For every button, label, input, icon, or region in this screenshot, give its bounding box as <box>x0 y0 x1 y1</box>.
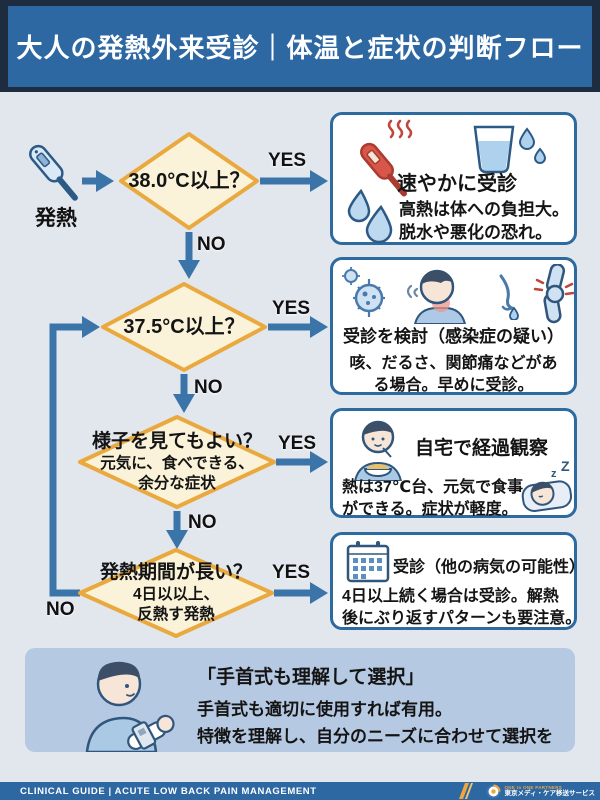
decision-375c: 37.5°C以上？ <box>100 281 268 373</box>
decision-line: 38.0°C以上？ <box>128 170 250 192</box>
decision-38c: 38.0°C以上？ <box>118 131 260 231</box>
header-frame: 大人の発熱外来受診｜体温と症状の判断フロー <box>0 0 600 92</box>
result-title: 受診（他の病気の可能性） <box>393 559 586 576</box>
note-line: 特徴を理解し、自分のニーズに合わせて選択を <box>197 727 554 746</box>
result-home-observation: 自宅で経過観察 熱は37℃台、元気で食事 ができる。症状が軽度。 z Z <box>330 408 577 518</box>
result-line: ができる。症状が軽度。 <box>342 501 518 518</box>
logo-text: ONE to ONE PARTNERS 東京メディ・ケア移送サービス <box>504 785 595 798</box>
yes-label: YES <box>278 433 317 454</box>
yes-label: YES <box>272 562 311 583</box>
water-drops-icon <box>347 189 393 244</box>
footer-caption: CLINICAL GUIDE | ACUTE LOW BACK PAIN MAN… <box>20 785 317 797</box>
diamond-shape <box>119 132 259 230</box>
decision-observe-text: 様子を見てもよい？ 元気に、食べできる、 余分な症状 <box>77 414 277 510</box>
decision-line: 37.5°C以上？ <box>123 316 245 338</box>
eating-person-icon <box>353 420 403 481</box>
footer-logo: ONE to ONE PARTNERS 東京メディ・ケア移送サービス <box>459 782 595 800</box>
wrist-monitor-person-icon <box>85 661 175 752</box>
calendar-icon <box>346 541 390 583</box>
note-line: 手首式も適切に使用すれば有用。 <box>197 700 452 719</box>
header-bar: 大人の発熱外来受診｜体温と症状の判断フロー <box>8 6 592 87</box>
result-line: 咳、だるさ、関節痛などがあ <box>349 355 558 372</box>
decision-line: 反熱す発熱 <box>137 606 215 624</box>
no-label: NO <box>194 377 223 398</box>
no-label: NO <box>188 512 217 533</box>
start-label-fever: 発熱 <box>35 207 77 230</box>
diamond-shape <box>78 415 276 509</box>
note-panel: 「手首式も理解して選択」 手首式も適切に使用すれば有用。 特徴を理解し、自分のニ… <box>25 648 575 752</box>
result-urgent-visit: 速やかに受診 高熱は体への負担大。 脱水や悪化の恐れ。 <box>330 112 577 245</box>
water-glass-icon <box>473 125 547 174</box>
no-label: NO <box>197 234 226 255</box>
thermometer-icon <box>29 144 78 201</box>
decision-duration: 発熱期間が長い？ 4日以以上、 反熱す発熱 <box>77 547 275 639</box>
decision-line: 余分な症状 <box>138 475 216 493</box>
note-title: 「手首式も理解して選択」 <box>197 667 425 688</box>
result-line: 高熱は体への負担大。 <box>399 200 569 219</box>
runny-nose-icon <box>499 274 519 320</box>
virus-icon <box>342 267 385 317</box>
sleeping-person-icon: z Z <box>521 461 573 512</box>
result-line: 熱は37℃台、元気で食事 <box>342 479 524 496</box>
result-line: 脱水や悪化の恐れ。 <box>399 223 553 242</box>
logo-bottom-line: 東京メディ・ケア移送サービス <box>504 789 595 797</box>
result-line: 後にぶり返すパターンも要注意。 <box>342 610 582 627</box>
result-visit-other-illness: 受診（他の病気の可能性） 4日以上続く場合は受診。解熱 後にぶり返すパターンも要… <box>330 532 585 630</box>
result-line: 4日以上続く場合は受診。解熱 <box>342 588 559 605</box>
decision-line: 様子を見てもよい？ <box>91 430 263 452</box>
decision-observe: 様子を見てもよい？ 元気に、食べできる、 余分な症状 <box>77 414 277 510</box>
decision-line: 発熱期間が長い？ <box>99 561 252 583</box>
logo-top-line: ONE to ONE PARTNERS <box>504 784 563 790</box>
decision-line: 4日以以上、 <box>132 586 220 604</box>
result-line: る場合。早めに受診。 <box>373 377 534 394</box>
yes-label: YES <box>272 298 311 319</box>
logo-slash-icon <box>459 783 474 799</box>
diamond-shape <box>101 282 267 372</box>
decision-375c-text: 37.5°C以上？ <box>100 281 268 373</box>
no-label: NO <box>46 599 75 620</box>
footer-bar: CLINICAL GUIDE | ACUTE LOW BACK PAIN MAN… <box>0 782 600 800</box>
result-title: 速やかに受診 <box>397 173 517 195</box>
result-title: 自宅で経過観察 <box>415 438 549 459</box>
page-title: 大人の発熱外来受診｜体温と症状の判断フロー <box>16 33 584 63</box>
diamond-shape <box>78 548 274 638</box>
sleep-z-small: z <box>551 468 557 480</box>
logo-mark-icon <box>486 784 501 798</box>
hot-thermometer-icon <box>360 119 413 197</box>
result-consider-visit: 受診を検討（感染症の疑い） 咳、だるさ、関節痛などがあ る場合。早めに受診。 <box>330 257 577 395</box>
result-title: 受診を検討（感染症の疑い） <box>343 327 564 346</box>
yes-label: YES <box>268 150 307 171</box>
joint-pain-icon <box>533 264 575 324</box>
decision-38c-text: 38.0°C以上？ <box>118 131 260 231</box>
decision-duration-text: 発熱期間が長い？ 4日以以上、 反熱す発熱 <box>77 547 275 639</box>
coughing-person-icon <box>406 269 467 324</box>
sleep-z-big: Z <box>561 461 570 474</box>
decision-line: 元気に、食べできる、 <box>100 455 254 473</box>
